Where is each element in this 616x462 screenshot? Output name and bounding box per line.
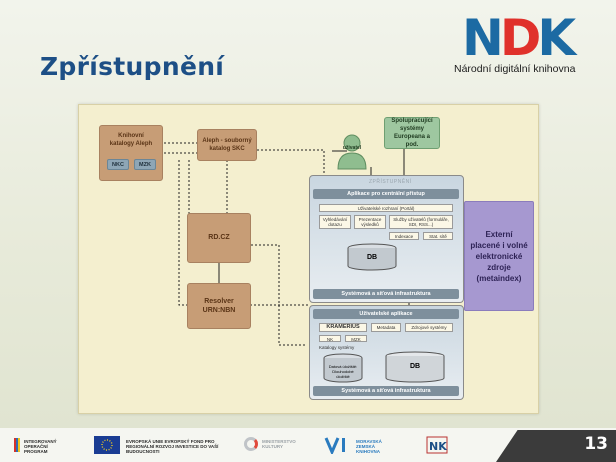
rdcz-node: RD.CZ (187, 213, 251, 263)
aleph-skc-label: Aleph - souborný katalog SKC (202, 138, 252, 152)
external-sources-label: Externí placené i volné elektronické zdr… (470, 229, 528, 283)
partners-label: Spolupracující systémy Europeana a pod. (391, 118, 433, 148)
metadata-box: Metadata (371, 323, 401, 332)
ndk-logo-mark: NDK (462, 9, 576, 67)
resource-systems-box: Zdrojové systémy (405, 323, 453, 332)
mzk-chip: MZK (134, 159, 156, 170)
portal-box: Uživatelské rozhraní (Portál) (319, 204, 453, 212)
db2-label: DB (409, 363, 421, 370)
search-box: Vyhledávání dotazu (319, 215, 351, 229)
eu-flag-icon (94, 436, 120, 454)
mzk-logo-icon (324, 436, 352, 456)
user-apps-block (309, 305, 464, 400)
database-2-icon: DB (385, 351, 445, 383)
partners-node: Spolupracující systémy Europeana a pod. (384, 117, 440, 149)
external-sources-node: Externí placené i volné elektronické zdr… (464, 201, 534, 311)
infra-bar-2: Systémová a síťová infrastruktura (313, 386, 459, 396)
kramerius-box: KRAMERIUS (319, 323, 367, 332)
user-icon (335, 133, 369, 171)
stats-box: Stat. sítě (423, 232, 453, 240)
db-label: DB (366, 254, 378, 261)
library-catalogs-label: Knihovní katalogy Aleph (109, 133, 153, 147)
page-number-badge: 13 (496, 430, 616, 462)
source-mzk-box: MZK (345, 335, 367, 342)
eu-label: EVROPSKÁ UNIE EVROPSKÝ FOND PRO REGIONÁL… (126, 439, 219, 454)
source-nk-box: NK (319, 335, 341, 342)
indexes-box: Indexace (389, 232, 419, 240)
ndk-logo: NDK Národní digitální knihovna (452, 8, 616, 86)
mzk-label: MORAVSKÁ ZEMSKÁ KNIHOVNA (356, 439, 382, 454)
architecture-diagram: Knihovní katalogy Aleph NKC MZK Aleph - … (78, 104, 539, 414)
catalog-systems-label: Katalogy systémy (319, 345, 355, 350)
logo-subtitle: Národní digitální knihovna (454, 63, 576, 75)
ministry-label: MINISTERSTVO KULTURY (262, 439, 296, 449)
user-label: uživatel (342, 145, 362, 151)
slide-title: Zpřístupnění (40, 52, 225, 81)
infra-bar-1: Systémová a síťová infrastruktura (313, 289, 459, 299)
iop-label: INTEGROVANÝ OPERAČNÍ PROGRAM (24, 439, 57, 454)
database-icon: DB (347, 243, 397, 271)
iop-icon (14, 438, 20, 452)
zone-label: ZPŘÍSTUPNĚNÍ (369, 179, 412, 185)
user-services-box: Služby uživatelů (formuláře, SDI, RSS...… (389, 215, 453, 229)
storage-db-icon: Datová úložiště: Dlouhodobé úložiště (323, 353, 363, 383)
svg-text:NK: NK (429, 440, 447, 453)
presentation-box: Prezentace výsledků (354, 215, 386, 229)
central-app-bar: Aplikace pro centrální přístup (313, 189, 459, 199)
nk-logo-icon: NK (426, 436, 448, 454)
page-number: 13 (584, 434, 608, 454)
nkc-chip: NKC (107, 159, 129, 170)
resolver-node: Resolver URN:NBN (187, 283, 251, 329)
library-catalogs-node: Knihovní katalogy Aleph (99, 125, 163, 181)
ministry-icon (244, 437, 258, 451)
storage-label: Datová úložiště: Dlouhodobé úložiště (328, 364, 358, 379)
aleph-skc-node: Aleph - souborný katalog SKC (197, 129, 257, 161)
resolver-label: Resolver URN:NBN (202, 298, 236, 314)
user-apps-bar: Uživatelské aplikace (313, 309, 459, 319)
